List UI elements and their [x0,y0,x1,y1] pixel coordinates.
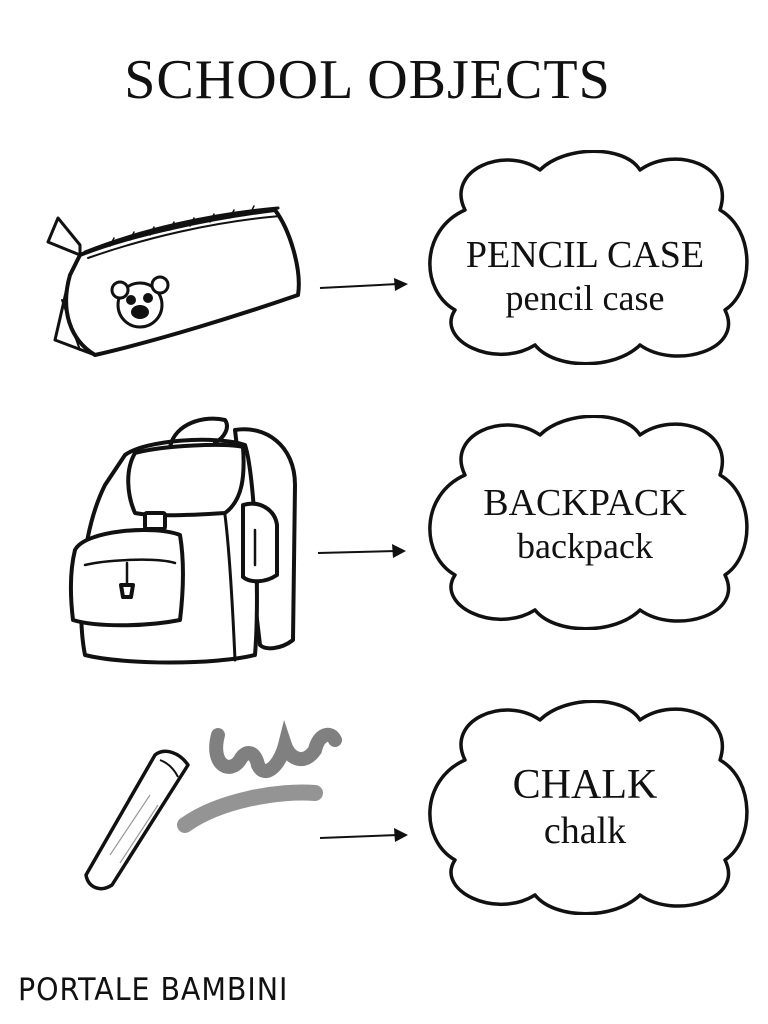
word-lowercase: backpack [517,526,653,566]
word-uppercase: BACKPACK [483,482,687,524]
arrow-icon [319,828,408,842]
arrow-icon [317,544,406,558]
page-title: SCHOOL OBJECTS [124,48,611,111]
speech-cloud [428,700,749,915]
word-uppercase: CHALK [512,762,658,808]
speech-cloud [428,150,749,365]
cloud-text-backpack: BACKPACK backpack [440,484,730,564]
speech-cloud [428,415,749,630]
word-lowercase: chalk [543,810,627,852]
cloud-text-chalk: CHALK chalk [440,764,730,850]
footer-brand: PORTALE BAMBINI [18,972,289,1008]
arrow-icon [319,278,408,291]
cloud-text-pencil-case: PENCIL CASE pencil case [440,236,730,316]
chalk-icon [84,720,342,891]
backpack-icon [68,416,297,665]
word-uppercase: PENCIL CASE [465,234,705,276]
word-lowercase: pencil case [505,278,665,318]
pencil-case-icon [46,205,301,357]
